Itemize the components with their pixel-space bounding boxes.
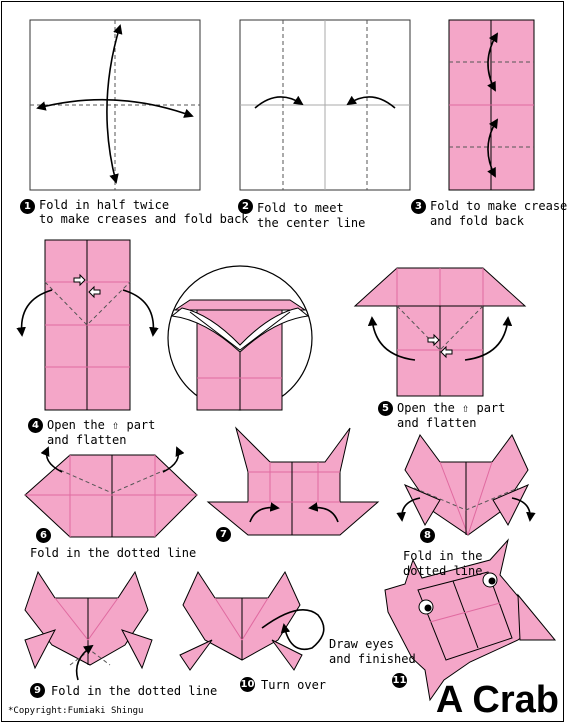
step-5-caption-line2: and flatten (397, 416, 477, 430)
step-2-figure (239, 19, 411, 191)
step-10-caption: Turn over (261, 678, 327, 692)
step-6-number: 6 (36, 528, 51, 543)
step-6-figure (24, 446, 198, 538)
step-10-figure (179, 570, 325, 671)
step-9-caption: Fold in the dotted line (51, 684, 218, 698)
step-11-figure (384, 538, 557, 702)
step-2-caption-line1: Fold to meet (257, 201, 344, 215)
diagram-title: A Crab (435, 679, 559, 721)
step-7-number: 7 (216, 527, 231, 542)
step-9-figure (24, 570, 153, 681)
step-2-caption-line2: the center line (257, 216, 366, 230)
step-4-caption-line1: Open the ⇧ part (47, 418, 156, 432)
copyright-text: *Copyright:Fumiaki Shingu (8, 706, 144, 716)
step-3-number: 3 (411, 199, 426, 214)
step-8-caption-line2: dotted line (403, 564, 483, 578)
step-9-number: 9 (30, 683, 45, 698)
step-1-caption-line1: Fold in half twice (39, 198, 170, 212)
step-1-number: 1 (20, 199, 35, 214)
step-1-figure (29, 19, 201, 191)
step-4-number: 4 (28, 418, 43, 433)
step-8-number: 8 (420, 528, 435, 543)
step-8-caption-line1: Fold in the (403, 549, 483, 563)
step-5-caption-line1: Open the ⇧ part (397, 401, 506, 415)
step-4-figure (16, 239, 159, 411)
step-11-caption-line2: and finished (329, 652, 416, 666)
step-11-number: 11 (392, 673, 407, 688)
step-2-number: 2 (238, 199, 253, 214)
step-3-figure (448, 19, 535, 191)
step-3-caption-line1: Fold to make crease (430, 199, 567, 213)
step-4-caption-line2: and flatten (47, 433, 127, 447)
step-10-number: 10 (240, 677, 255, 692)
step-8-figure (396, 434, 536, 536)
step-7-figure (206, 426, 380, 536)
step-11-caption-line1: Draw eyes (329, 637, 395, 651)
step-1-caption-line2: to make creases and fold back (39, 212, 249, 226)
step-5-number: 5 (378, 401, 393, 416)
step-5-figure (353, 267, 527, 397)
detail-circle-figure (167, 265, 313, 411)
step-6-caption: Fold in the dotted line (30, 546, 197, 560)
step-3-caption-line2: and fold back (430, 214, 524, 228)
